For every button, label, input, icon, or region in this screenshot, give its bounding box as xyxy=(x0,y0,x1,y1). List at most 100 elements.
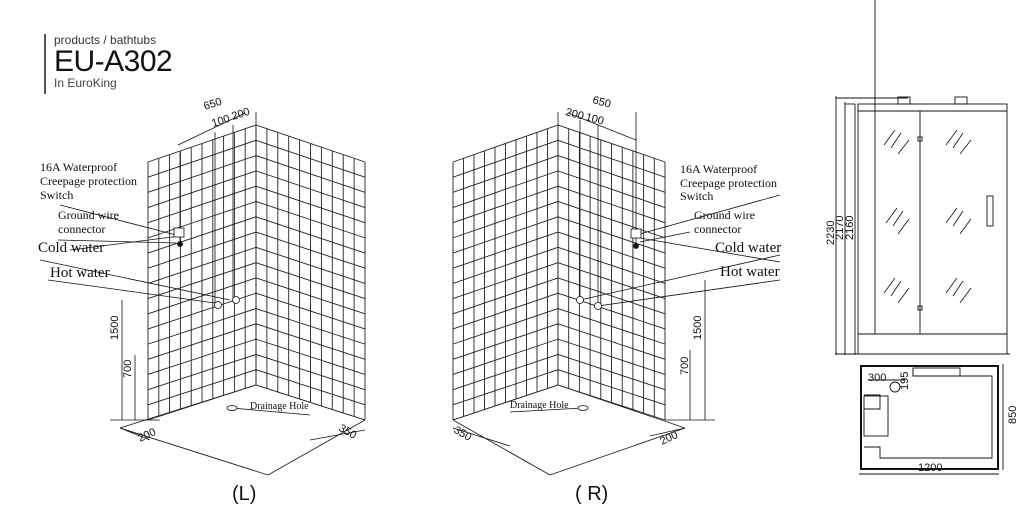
tile-line xyxy=(452,353,559,391)
tile-line xyxy=(557,170,666,208)
tile-line xyxy=(147,139,257,178)
tile-line xyxy=(452,216,559,254)
tile-line xyxy=(557,323,666,360)
left-diagram-labels: 16A Waterproof Creepage protection Switc… xyxy=(38,96,358,505)
dim-100: 100 xyxy=(210,113,231,130)
tile-line xyxy=(255,155,366,193)
tile-line xyxy=(557,185,666,224)
dim-2160: 2160 xyxy=(844,216,856,240)
dim-195: 195 xyxy=(899,372,911,390)
front-elevation xyxy=(835,0,1010,355)
tile-line xyxy=(119,427,269,476)
tile-line xyxy=(557,353,666,391)
tile-line xyxy=(255,139,366,178)
tile-line xyxy=(119,384,257,429)
tile-line xyxy=(255,124,366,163)
tile-line xyxy=(557,216,666,254)
dim-1500: 1500 xyxy=(692,316,704,340)
ground-wire-label: Ground wire xyxy=(58,208,119,222)
tile-line xyxy=(255,384,366,421)
dim-300: 300 xyxy=(868,372,886,384)
left-diagram-annotations xyxy=(39,112,366,441)
switch-label: Switch xyxy=(40,188,73,202)
dim-200: 200 xyxy=(230,106,251,123)
switch-label: 16A Waterproof xyxy=(680,162,757,176)
dim-350: 350 xyxy=(452,424,474,444)
drainage-hole-label: Drainage Hole xyxy=(510,400,569,411)
right-diagram-labels: 16A Waterproof Creepage protection Switc… xyxy=(452,94,782,505)
tile-line xyxy=(147,231,257,269)
dim-650: 650 xyxy=(202,96,223,113)
tile-line xyxy=(452,308,559,345)
dim-650: 650 xyxy=(591,94,612,110)
tile-line xyxy=(452,201,559,239)
tile-line xyxy=(267,419,366,476)
tile-line xyxy=(557,384,686,429)
tile-line xyxy=(452,124,559,163)
tile-line xyxy=(255,292,366,330)
left-caption: (L) xyxy=(232,483,256,505)
tile-line xyxy=(452,369,559,406)
tile-line xyxy=(147,323,257,360)
tile-line xyxy=(452,384,559,421)
hot-water-label: Hot water xyxy=(720,264,780,280)
tile-line xyxy=(147,308,257,345)
tile-line xyxy=(255,246,366,284)
right-caption: ( R) xyxy=(575,483,608,505)
dim-100: 100 xyxy=(584,111,605,127)
ground-wire-label: connector xyxy=(58,222,105,236)
tile-line xyxy=(147,353,257,391)
cold-water-label: Cold water xyxy=(38,240,104,256)
dim-200: 200 xyxy=(564,106,585,122)
tile-line xyxy=(147,170,257,208)
tile-line xyxy=(557,262,666,300)
tile-line xyxy=(255,185,366,224)
dim-700: 700 xyxy=(679,357,691,375)
tile-line xyxy=(147,246,257,284)
tile-line xyxy=(549,427,686,476)
switch-label: 16A Waterproof xyxy=(40,160,117,174)
tile-line xyxy=(452,185,559,224)
left-tile-walls xyxy=(119,124,366,476)
hot-water-label: Hot water xyxy=(50,265,110,281)
switch-label: Creepage protection xyxy=(40,174,137,188)
ground-wire-label: connector xyxy=(694,222,741,236)
tile-line xyxy=(452,139,559,178)
tile-line xyxy=(147,155,257,193)
model-title: EU-A302 xyxy=(54,45,173,78)
dim-200: 200 xyxy=(658,429,680,448)
cold-water-label: Cold water xyxy=(715,240,781,256)
tile-line xyxy=(557,277,666,315)
dim-200: 200 xyxy=(136,426,158,445)
tile-line xyxy=(452,262,559,300)
tile-line xyxy=(557,338,666,375)
tile-line xyxy=(147,201,257,239)
tile-line xyxy=(147,369,257,406)
tile-line xyxy=(147,338,257,375)
tile-line xyxy=(255,353,366,391)
tile-line xyxy=(557,124,666,163)
brand-name: In EuroKing xyxy=(54,76,117,90)
tile-line xyxy=(557,308,666,345)
tile-line xyxy=(452,155,559,193)
tile-line xyxy=(557,231,666,269)
dim-2170: 2170 xyxy=(834,216,846,240)
tile-line xyxy=(255,277,366,315)
tile-line xyxy=(255,369,366,406)
switch-label: Creepage protection xyxy=(680,176,777,190)
dim-700: 700 xyxy=(122,360,134,378)
right-tile-walls xyxy=(452,124,686,476)
tile-line xyxy=(255,216,366,254)
product-header: products / bathtubs EU-A302 In EuroKing xyxy=(44,34,173,94)
right-diagram-annotations xyxy=(452,112,781,447)
tile-line xyxy=(452,231,559,269)
tile-line xyxy=(147,124,257,163)
tile-line xyxy=(452,419,551,476)
dim-1200: 1200 xyxy=(918,462,942,474)
tile-line xyxy=(557,139,666,178)
tile-line xyxy=(255,308,366,345)
tile-line xyxy=(452,323,559,360)
tile-line xyxy=(557,292,666,330)
switch-label: Switch xyxy=(680,189,713,203)
tile-line xyxy=(557,246,666,284)
